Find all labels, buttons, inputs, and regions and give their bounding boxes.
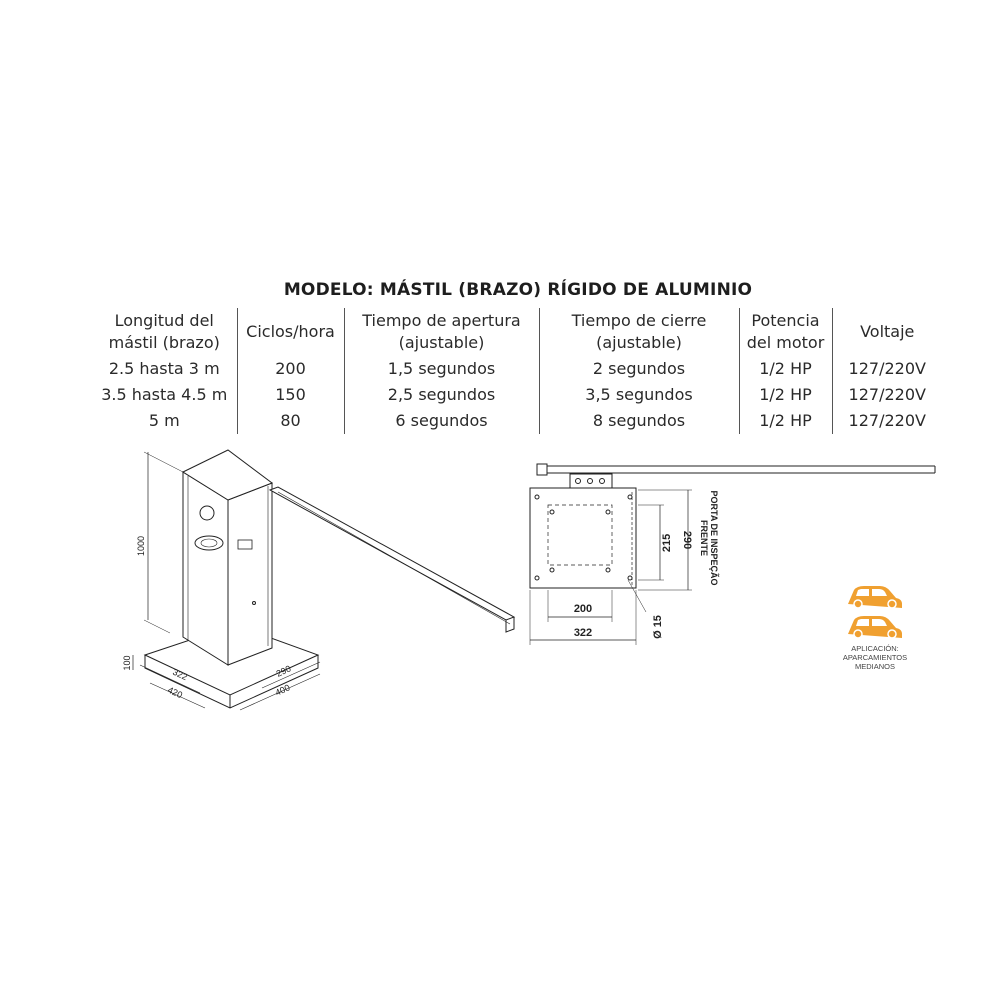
header-text: del motor xyxy=(746,333,825,352)
label-inspection-door: PORTA DE INSPEÇÃO xyxy=(709,490,719,585)
cell-cycles: 200 xyxy=(237,356,345,382)
cell-length: 2.5 hasta 3 m xyxy=(92,356,238,382)
header-cycles: Ciclos/hora xyxy=(237,308,345,356)
cell-close-time: 3,5 segundos xyxy=(539,382,740,408)
header-text: (ajustable) xyxy=(596,333,682,352)
header-open-time: Tiempo de apertura (ajustable) xyxy=(344,308,540,356)
cell-close-time: 2 segundos xyxy=(539,356,740,382)
cell-open-time: 1,5 segundos xyxy=(344,356,540,382)
cell-cycles: 150 xyxy=(237,382,345,408)
table-row: 3.5 hasta 4.5 m 150 2,5 segundos 3,5 seg… xyxy=(92,382,942,408)
table-row: 5 m 80 6 segundos 8 segundos 1/2 HP 127/… xyxy=(92,408,942,434)
header-text: Tiempo de apertura xyxy=(362,311,521,330)
dim-top-200: 200 xyxy=(574,603,592,615)
dim-top-322: 322 xyxy=(574,627,592,639)
cell-length: 5 m xyxy=(92,408,238,434)
cell-voltage: 127/220V xyxy=(848,411,926,430)
header-text: mástil (brazo) xyxy=(108,333,220,352)
cell-motor-power: 1/2 HP xyxy=(739,408,833,434)
caption-line: MEDIANOS xyxy=(854,662,895,671)
cell-voltage: 127/220V xyxy=(848,359,926,378)
table-row: 2.5 hasta 3 m 200 1,5 segundos 2 segundo… xyxy=(92,356,942,382)
cell-open-time: 6 segundos xyxy=(344,408,540,434)
car-icon xyxy=(848,586,902,609)
barrier-isometric-drawing xyxy=(132,449,516,711)
header-text: (ajustable) xyxy=(398,333,485,352)
cell-cycles: 80 xyxy=(237,408,345,434)
dim-depth-400: 400 xyxy=(274,682,292,697)
header-voltage: Voltaje xyxy=(832,308,942,356)
page-title: MODELO: MÁSTIL (BRAZO) RÍGIDO DE ALUMINI… xyxy=(283,280,753,300)
application-caption: APLICACIÓN: APARCAMIENTOS MEDIANOS xyxy=(820,644,930,671)
header-text: Longitud del xyxy=(114,311,214,330)
dim-top-215: 215 xyxy=(661,534,673,552)
dim-hole-diameter: Ø 15 xyxy=(652,615,664,639)
barrier-top-view-drawing xyxy=(529,463,936,645)
header-text: Ciclos/hora xyxy=(246,322,335,341)
dim-height-1000: 1000 xyxy=(136,536,146,556)
cell-open-time: 2,5 segundos xyxy=(344,382,540,408)
dim-width-420: 420 xyxy=(166,685,184,700)
label-front: FRENTE xyxy=(699,520,709,556)
cell-motor-power: 1/2 HP xyxy=(739,356,833,382)
header-text: Potencia xyxy=(751,311,820,330)
cell-close-time: 8 segundos xyxy=(539,408,740,434)
cell-length: 3.5 hasta 4.5 m xyxy=(92,382,238,408)
technical-drawing: 1000 100 322 420 290 400 xyxy=(122,449,936,711)
cell-motor-power: 1/2 HP xyxy=(739,382,833,408)
dim-top-290: 290 xyxy=(681,531,693,549)
header-text: Tiempo de cierre xyxy=(571,311,707,330)
cell-voltage: 127/220V xyxy=(848,385,926,404)
specs-table: Longitud del mástil (brazo) Ciclos/hora T… xyxy=(92,308,942,434)
car-icon xyxy=(848,616,902,639)
header-length: Longitud del mástil (brazo) xyxy=(92,308,238,356)
caption-line: APLICACIÓN: xyxy=(851,644,899,653)
dim-base-height-100: 100 xyxy=(122,655,132,670)
header-motor-power: Potencia del motor xyxy=(739,308,833,356)
header-text: Voltaje xyxy=(860,322,915,341)
header-close-time: Tiempo de cierre (ajustable) xyxy=(539,308,740,356)
table-header-row: Longitud del mástil (brazo) Ciclos/hora T… xyxy=(92,308,942,356)
caption-line: APARCAMIENTOS xyxy=(842,653,908,662)
